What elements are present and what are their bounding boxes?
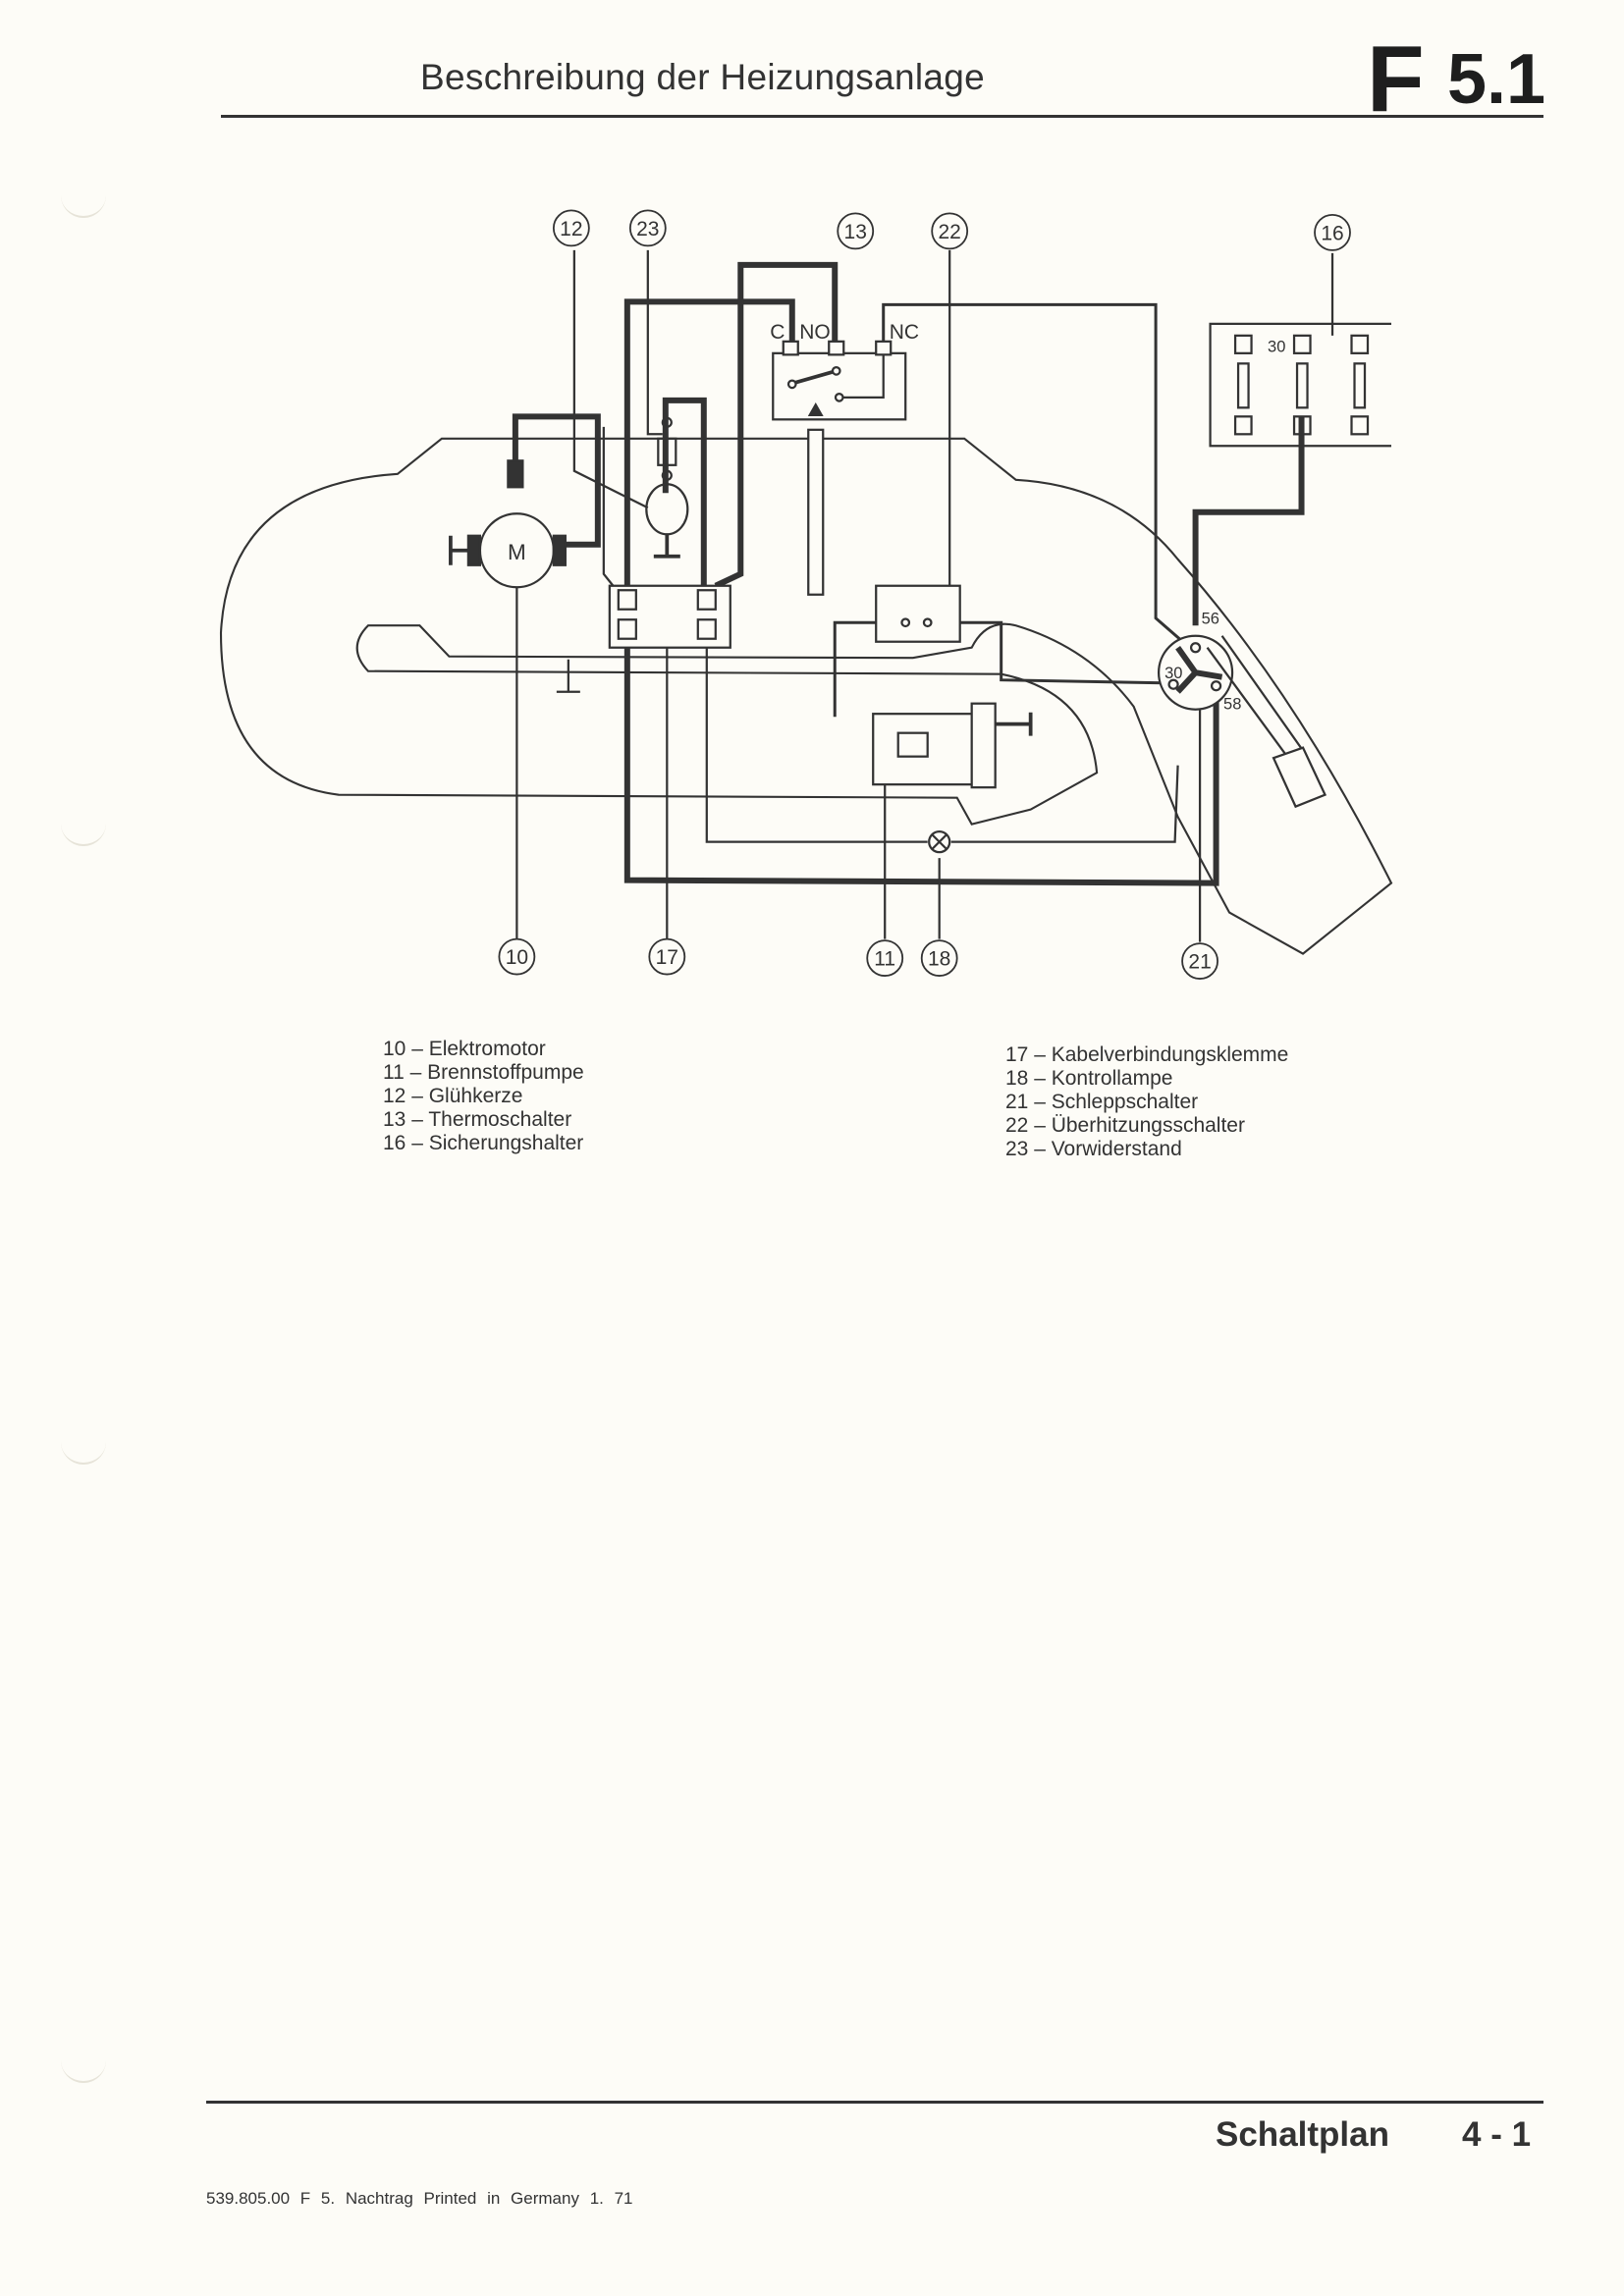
legend-item: 22 – Überhitzungsschalter (1005, 1114, 1245, 1137)
terminal-label-56: 56 (1202, 611, 1219, 628)
towing-switch (1157, 634, 1327, 809)
legend-item: 17 – Kabelverbindungsklemme (1005, 1043, 1289, 1066)
svg-text:13: 13 (844, 221, 867, 243)
section-letter: F (1367, 27, 1425, 132)
terminal-label-c: C (770, 321, 785, 344)
callout-21: 21 (1181, 942, 1218, 980)
legend-item: 12 – Glühkerze (383, 1085, 523, 1107)
callout-22: 22 (931, 212, 969, 250)
svg-text:22: 22 (939, 221, 961, 243)
legend-left: 10 – Elektromotor 11 – Brennstoffpumpe 1… (383, 1038, 584, 1155)
section-number: 5.1 (1447, 40, 1546, 119)
electric-motor (449, 459, 567, 589)
terminal-label-no: NO (799, 321, 830, 344)
legend-item: 10 – Elektromotor (383, 1038, 546, 1060)
print-info: 539.805.00 F 5. Nachtrag Printed in Germ… (206, 2189, 633, 2208)
callout-18: 18 (920, 939, 958, 977)
terminal-label-30: 30 (1164, 665, 1182, 682)
footer-title: Schaltplan (1216, 2115, 1389, 2154)
glow-plug (645, 416, 689, 559)
callout-10: 10 (498, 937, 536, 976)
footer-rule (206, 2101, 1543, 2104)
callout-11: 11 (866, 939, 904, 977)
legend-item: 21 – Schleppschalter (1005, 1091, 1199, 1113)
punch-hole (61, 187, 106, 218)
punch-hole (61, 2052, 106, 2083)
legend-item: 13 – Thermoschalter (383, 1108, 572, 1131)
page-number: 4 - 1 (1462, 2115, 1532, 2154)
terminal-label-58: 58 (1223, 696, 1241, 714)
svg-text:17: 17 (656, 946, 678, 969)
svg-text:18: 18 (928, 948, 950, 971)
page-title: Beschreibung der Heizungsanlage (420, 57, 985, 97)
terminal-block (608, 584, 731, 649)
legend-right: 17 – Kabelverbindungsklemme 18 – Kontrol… (1005, 1043, 1288, 1161)
fuel-pump (872, 702, 1033, 789)
header-rule (221, 115, 1543, 118)
svg-text:12: 12 (560, 218, 582, 240)
thermoswitch (772, 340, 907, 596)
motor-label: M (508, 540, 526, 564)
svg-text:21: 21 (1188, 951, 1211, 974)
punch-hole (61, 815, 106, 846)
terminal-label-nc: NC (890, 321, 919, 344)
callout-17: 17 (648, 937, 686, 976)
legend-item: 18 – Kontrollampe (1005, 1067, 1173, 1090)
overheat-switch (875, 584, 961, 643)
punch-hole (61, 1433, 106, 1465)
legend-item: 11 – Brennstoffpumpe (383, 1061, 584, 1084)
callout-23: 23 (628, 209, 667, 247)
svg-text:11: 11 (874, 948, 895, 971)
control-lamp (928, 830, 951, 854)
fuse-label-30: 30 (1268, 338, 1285, 355)
svg-text:23: 23 (636, 218, 659, 240)
fuse-holder (1209, 322, 1391, 448)
svg-text:10: 10 (506, 946, 528, 969)
callout-12: 12 (552, 209, 590, 247)
legend-item: 23 – Vorwiderstand (1005, 1138, 1182, 1160)
callout-13: 13 (837, 212, 875, 250)
svg-text:16: 16 (1321, 222, 1343, 244)
legend-item: 16 – Sicherungshalter (383, 1132, 584, 1154)
vehicle-outline (219, 437, 1393, 955)
callout-16: 16 (1314, 214, 1351, 251)
